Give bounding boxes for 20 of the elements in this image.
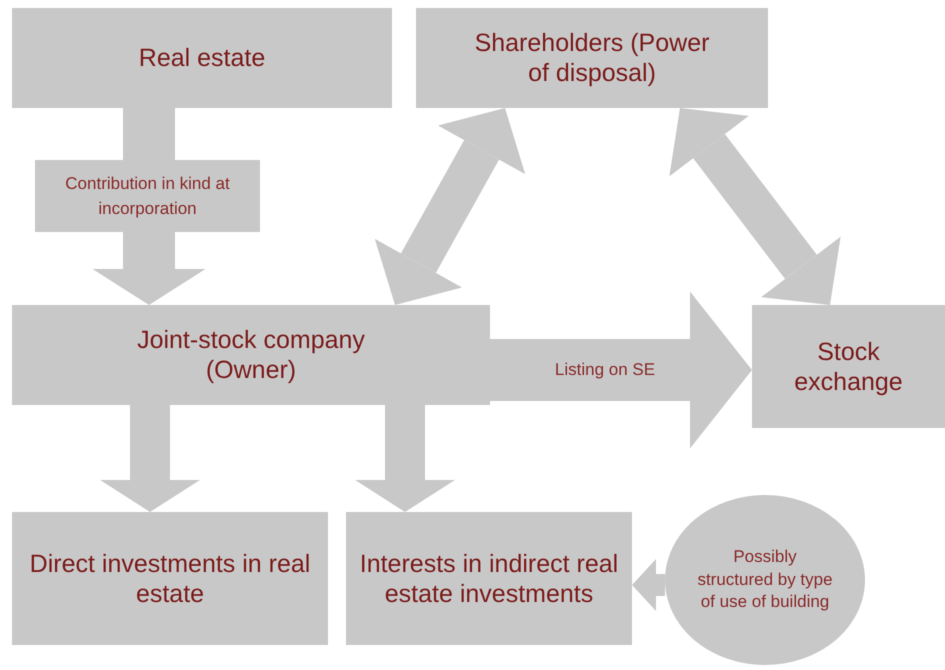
node-text: Possibly structured by type of use of building: [696, 546, 834, 614]
process-box: [12, 8, 392, 108]
block-arrow: [632, 559, 665, 611]
node-text: Shareholders (Power of disposal): [474, 28, 710, 88]
process-box: [12, 512, 328, 645]
block-arrow: [100, 405, 200, 512]
process-box: [752, 305, 945, 428]
block-arrow: [374, 108, 526, 305]
node-text: Direct investments in real estate: [28, 548, 312, 608]
process-box: [416, 8, 768, 108]
process-box: [12, 305, 490, 405]
block-arrow: [355, 405, 455, 512]
node-text: Real estate: [138, 43, 266, 73]
node-text: Joint-stock company (Owner): [136, 325, 366, 385]
process-box: [346, 512, 632, 645]
edge-label: Contribution in kind at incorporation: [35, 160, 260, 232]
node-text: Interests in indirect real estate investments: [358, 548, 620, 608]
block-arrow: [490, 292, 752, 448]
block-arrow: [669, 108, 841, 305]
node-text: Stock exchange: [793, 336, 904, 396]
